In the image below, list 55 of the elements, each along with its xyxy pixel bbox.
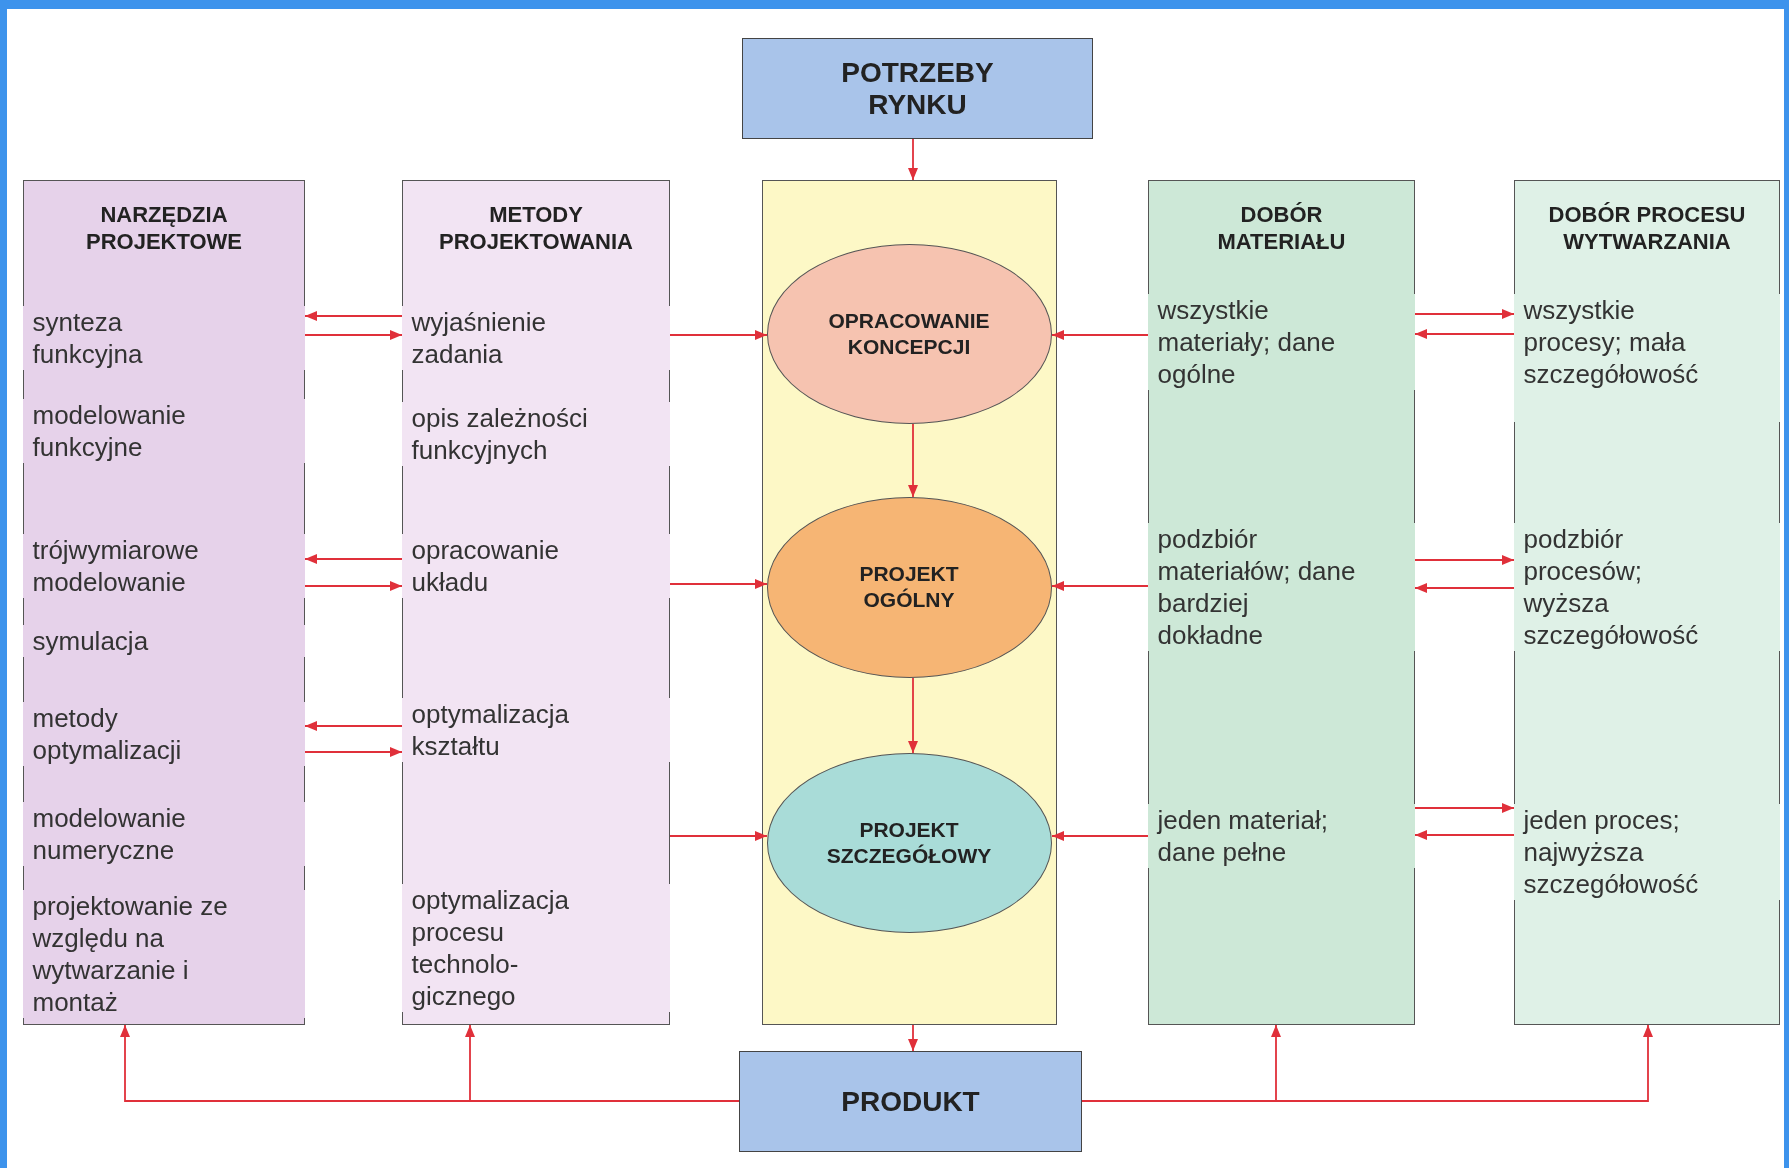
item-text: podzbiór materiałów; dane bardziej dokładne <box>1147 522 1415 651</box>
arrow <box>908 423 918 498</box>
column-panel <box>1514 180 1780 1025</box>
item-text: trójwymiarowe modelowanie <box>22 533 305 598</box>
column-panel <box>402 180 670 1025</box>
item-text: jeden materiał; dane pełne <box>1147 803 1415 868</box>
item-text: metody optymalizacji <box>22 701 305 766</box>
panel-heading: DOBÓR MATERIAŁU <box>1216 201 1347 255</box>
panel-heading: NARZĘDZIA PROJEKTOWE <box>84 201 244 255</box>
item-text: opracowanie układu <box>401 533 670 598</box>
process-box: POTRZEBY RYNKU <box>742 38 1093 139</box>
arrow <box>304 581 403 591</box>
item-text: wszystkie procesy; mała szczegółowość <box>1513 293 1780 422</box>
stage-ellipse: OPRACOWANIE KONCEPCJI <box>766 243 1052 424</box>
stage-ellipse: PROJEKT SZCZEGÓŁOWY <box>766 752 1052 933</box>
item-text: optymalizacja procesu technolo-gicznego <box>401 883 670 1012</box>
arrow <box>304 721 403 731</box>
stage-ellipse: PROJEKT OGÓLNY <box>766 496 1052 678</box>
item-text: synteza funkcyjna <box>22 305 305 370</box>
arrow <box>1414 555 1515 565</box>
item-text: jeden proces; najwyższa szczegółowość <box>1513 803 1780 900</box>
arrow <box>304 311 403 321</box>
column-panel <box>762 180 1057 1025</box>
item-text: modelowanie numeryczne <box>22 801 305 866</box>
arrow <box>1051 831 1149 841</box>
column-panel <box>1148 180 1415 1025</box>
arrow <box>1414 803 1515 813</box>
arrow <box>1051 581 1149 591</box>
arrow <box>1414 830 1515 840</box>
item-text: modelowanie funkcyjne <box>22 398 305 463</box>
arrow <box>908 677 918 754</box>
item-text: wszystkie materiały; dane ogólne <box>1147 293 1415 390</box>
item-text: symulacja <box>22 624 305 657</box>
item-text: opis zależności funkcyjnych <box>401 401 670 466</box>
item-text: wyjaśnienie zadania <box>401 305 670 370</box>
item-text: podzbiór procesów; wyższa szczegółowość <box>1513 522 1780 651</box>
arrow <box>669 330 768 340</box>
item-text: optymalizacja kształtu <box>401 697 670 762</box>
arrow <box>908 1024 918 1052</box>
arrow <box>304 330 403 340</box>
arrow <box>908 138 918 181</box>
arrow <box>669 579 768 589</box>
arrow <box>1414 583 1515 593</box>
column-panel <box>23 180 305 1025</box>
panel-heading: DOBÓR PROCESU WYTWARZANIA <box>1547 201 1747 255</box>
panel-heading: METODY PROJEKTOWANIA <box>438 201 634 255</box>
arrow <box>304 554 403 564</box>
item-text: projektowanie ze względu na wytwarzanie i montaż <box>22 889 305 1018</box>
arrow <box>669 831 768 841</box>
arrow <box>465 1024 740 1102</box>
arrow <box>1414 309 1515 319</box>
process-box: PRODUKT <box>739 1051 1082 1152</box>
arrow <box>1051 330 1149 340</box>
arrow <box>1414 329 1515 339</box>
arrow <box>304 747 403 757</box>
